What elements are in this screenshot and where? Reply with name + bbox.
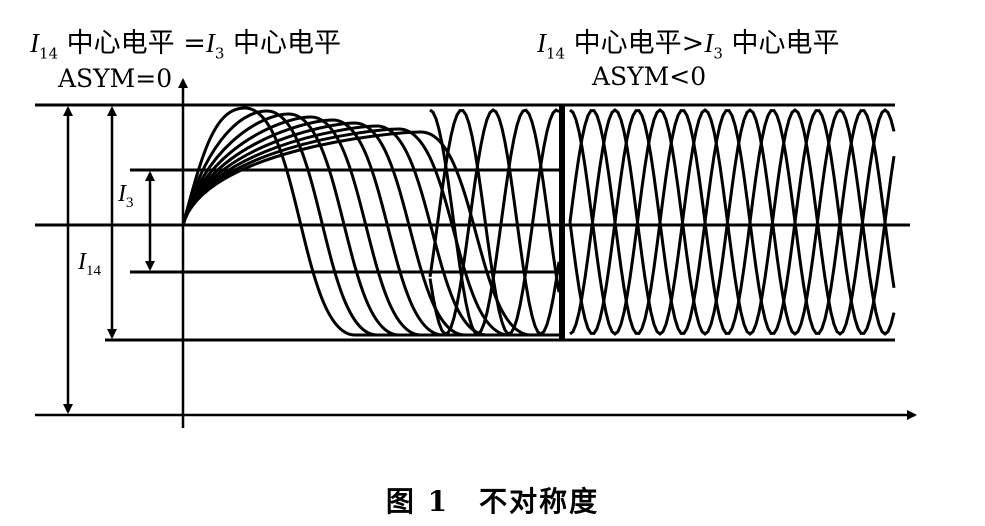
label-i14: I14	[78, 250, 101, 279]
transition-trace	[181, 115, 560, 337]
left-title-i14-sub: 14	[39, 44, 59, 63]
figure-caption: 图 1 不对称度	[385, 485, 600, 518]
right-title-i14: I	[537, 28, 546, 58]
transition-trace	[181, 124, 560, 337]
eye-trace	[428, 108, 560, 336]
left-title: I14 中心电平 =I3 中心电平	[30, 30, 341, 61]
left-title-i3: I	[205, 28, 215, 58]
eye-waveforms	[181, 106, 896, 337]
transition-trace	[181, 121, 560, 337]
label-i14-sub: 14	[86, 262, 101, 279]
label-i14-main: I	[78, 249, 86, 275]
transition-trace	[181, 118, 560, 337]
right-title-end: 中心电平	[722, 28, 840, 59]
right-title-i3-sub: 3	[713, 44, 723, 63]
eye-trace	[428, 108, 561, 336]
right-title: I14 中心电平>I3 中心电平	[537, 30, 839, 61]
left-asym: ASYM=0	[58, 64, 173, 93]
left-title-i3-sub: 3	[214, 44, 225, 63]
eye-trace	[429, 108, 561, 336]
eye-trace	[569, 108, 896, 336]
label-i3-main: I	[118, 181, 126, 207]
eye-trace	[568, 109, 896, 335]
label-i3-sub: 3	[126, 194, 134, 211]
left-title-i14: I	[30, 28, 39, 58]
right-title-i14-sub: 14	[546, 44, 566, 63]
right-title-i3: I	[704, 28, 714, 58]
eye-trace	[568, 109, 896, 335]
transition-trace	[181, 127, 560, 337]
label-i3: I3	[118, 182, 134, 211]
right-title-mid: 中心电平>	[565, 28, 705, 59]
transition-trace	[181, 112, 560, 337]
left-title-end: 中心电平	[224, 28, 342, 59]
right-asym: ASYM<0	[592, 62, 707, 91]
left-title-mid: 中心电平 =	[58, 28, 206, 59]
eye-trace	[569, 108, 896, 336]
